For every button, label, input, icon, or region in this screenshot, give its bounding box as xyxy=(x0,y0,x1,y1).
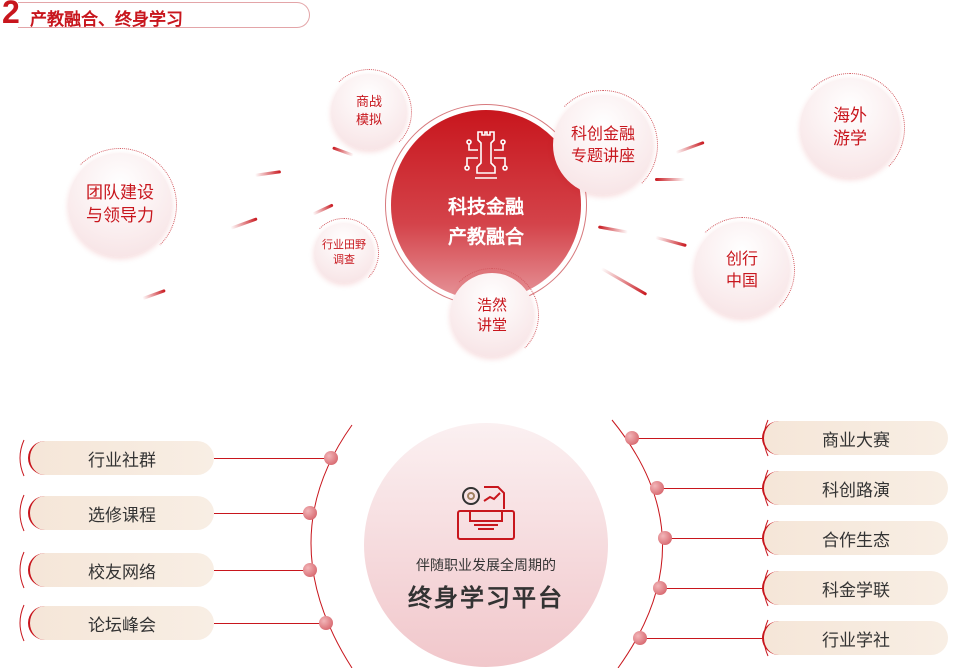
bubble-business-simulation: 商战 模拟 xyxy=(326,69,412,155)
tower-circuit-icon xyxy=(464,131,508,179)
right-item: 科金学联 xyxy=(762,571,948,605)
bubble-sci-fin-lecture: 科创金融 专题讲座 xyxy=(548,90,658,200)
connector-line xyxy=(214,513,310,514)
item-label: 合作生态 xyxy=(822,530,890,551)
section-title: 产教融合、终身学习 xyxy=(30,10,183,30)
section-header: 2 产教融合、终身学习 xyxy=(0,0,310,30)
connector-line xyxy=(665,538,762,539)
bubble-haoran-forum: 浩然 讲堂 xyxy=(445,268,539,362)
connector-line xyxy=(657,488,762,489)
item-label: 校友网络 xyxy=(88,562,156,583)
connector-dot xyxy=(633,631,647,645)
right-item: 行业学社 xyxy=(762,621,948,655)
item-label: 选修课程 xyxy=(88,505,156,526)
bubble-field-research: 行业田野 调查 xyxy=(309,218,379,288)
connector-line xyxy=(660,588,762,589)
connector-dot xyxy=(653,581,667,595)
right-item: 科创路演 xyxy=(762,471,948,505)
connector-dot xyxy=(650,481,664,495)
left-item: 校友网络 xyxy=(28,553,214,587)
connector-dot xyxy=(303,563,317,577)
item-label: 科金学联 xyxy=(822,580,890,601)
item-label: 商业大赛 xyxy=(822,430,890,451)
left-item: 论坛峰会 xyxy=(28,606,214,640)
gear-chart-icon xyxy=(457,486,515,540)
connector-dot xyxy=(625,431,639,445)
connector-dot xyxy=(658,531,672,545)
platform-subtitle: 伴随职业发展全周期的 xyxy=(416,558,556,574)
right-item: 合作生态 xyxy=(762,521,948,555)
connector-dot xyxy=(303,506,317,520)
platform-circle: 伴随职业发展全周期的 终身学习平台 xyxy=(364,423,608,667)
left-item: 行业社群 xyxy=(28,441,214,475)
bubble-enactus-china: 创行 中国 xyxy=(689,217,795,323)
connector-line xyxy=(214,458,330,459)
connector-line xyxy=(632,438,762,439)
connector-dot xyxy=(324,451,338,465)
connector-dot xyxy=(319,616,333,630)
item-label: 论坛峰会 xyxy=(88,615,156,636)
item-label: 行业社群 xyxy=(88,450,156,471)
header-frame xyxy=(18,2,310,28)
section-number: 2 xyxy=(2,0,20,30)
platform-title: 终身学习平台 xyxy=(408,584,564,612)
bubble-team-leadership: 团队建设 与领导力 xyxy=(63,148,177,262)
bubble-overseas-study: 海外 游学 xyxy=(795,73,905,183)
connector-line xyxy=(214,623,326,624)
core-label: 科技金融 产教融合 xyxy=(447,196,524,249)
left-item: 选修课程 xyxy=(28,496,214,530)
item-label: 科创路演 xyxy=(822,480,890,501)
connector-line xyxy=(640,638,762,639)
right-item: 商业大赛 xyxy=(762,421,948,455)
connector-line xyxy=(214,570,310,571)
item-label: 行业学社 xyxy=(822,630,890,651)
